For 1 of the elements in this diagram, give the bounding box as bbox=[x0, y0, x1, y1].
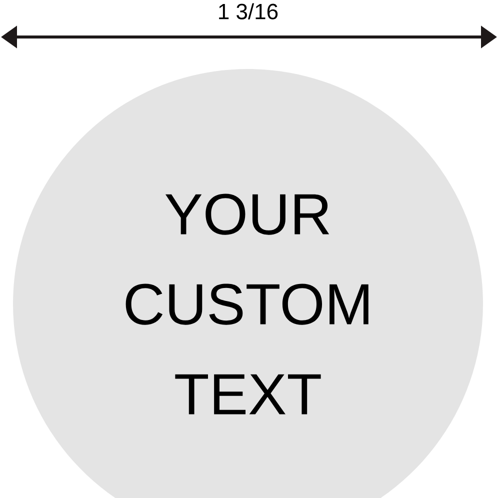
dimension-label: 1 3/16 bbox=[219, 3, 278, 20]
